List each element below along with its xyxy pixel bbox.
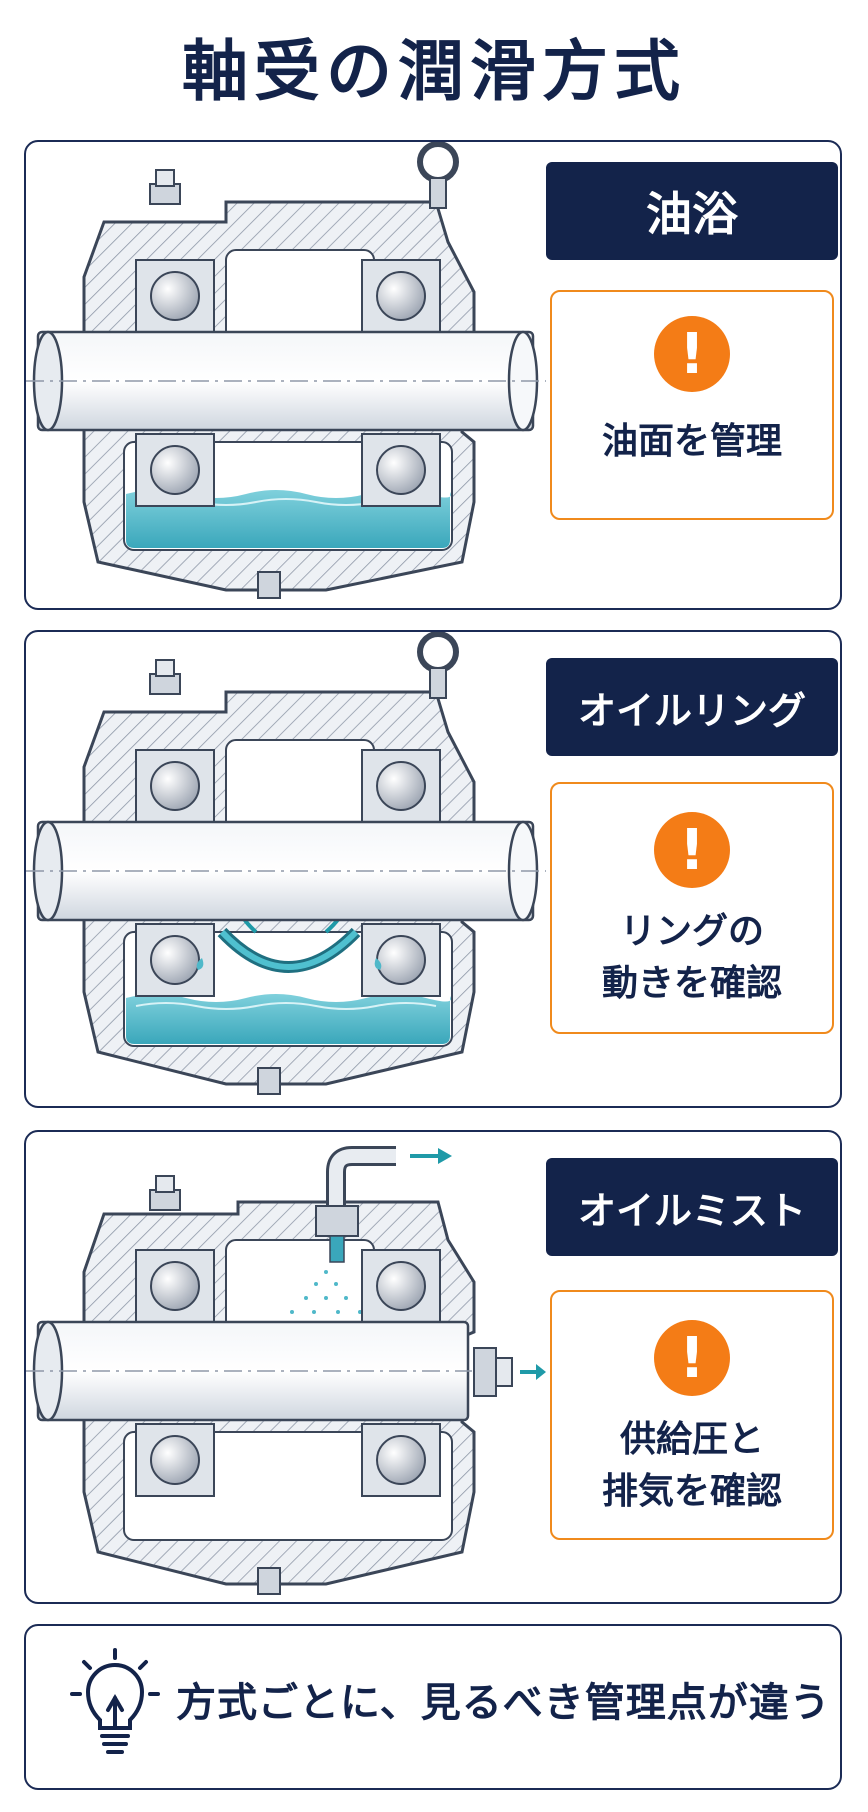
summary-text: 方式ごとに、見るべき管理点が違う: [176, 1680, 831, 1726]
exclamation-icon: !: [654, 812, 730, 888]
summary-box: 方式ごとに、見るべき管理点が違う: [24, 1624, 842, 1790]
oil-bath-diagram: [26, 142, 546, 599]
exclamation-icon: !: [654, 316, 730, 392]
note-box: ! 供給圧と 排気を確認: [550, 1290, 834, 1540]
page-title: 軸受の潤滑方式: [182, 33, 686, 110]
oil-mist-diagram: [26, 1146, 546, 1595]
method-label: オイルミスト: [546, 1158, 838, 1256]
method-panel-oil-ring: オイルリング ! リングの 動きを確認: [24, 630, 842, 1108]
note-text: リングの 動きを確認: [601, 911, 782, 1004]
note-text: 供給圧と 排気を確認: [601, 1419, 782, 1512]
note-box: ! 油面を管理: [550, 290, 834, 520]
exclamation-icon: !: [654, 1320, 730, 1396]
note-box: ! リングの 動きを確認: [550, 782, 834, 1034]
method-label: 油浴: [546, 162, 838, 260]
method-panel-oil-mist: オイルミスト ! 供給圧と 排気を確認: [24, 1130, 842, 1604]
note-text: 油面を管理: [601, 421, 782, 462]
oil-ring-diagram: [26, 632, 546, 1095]
lightbulb-icon: [70, 1648, 160, 1754]
method-panel-oil-bath: 油浴 ! 油面を管理: [24, 140, 842, 610]
method-label: オイルリング: [546, 658, 838, 756]
